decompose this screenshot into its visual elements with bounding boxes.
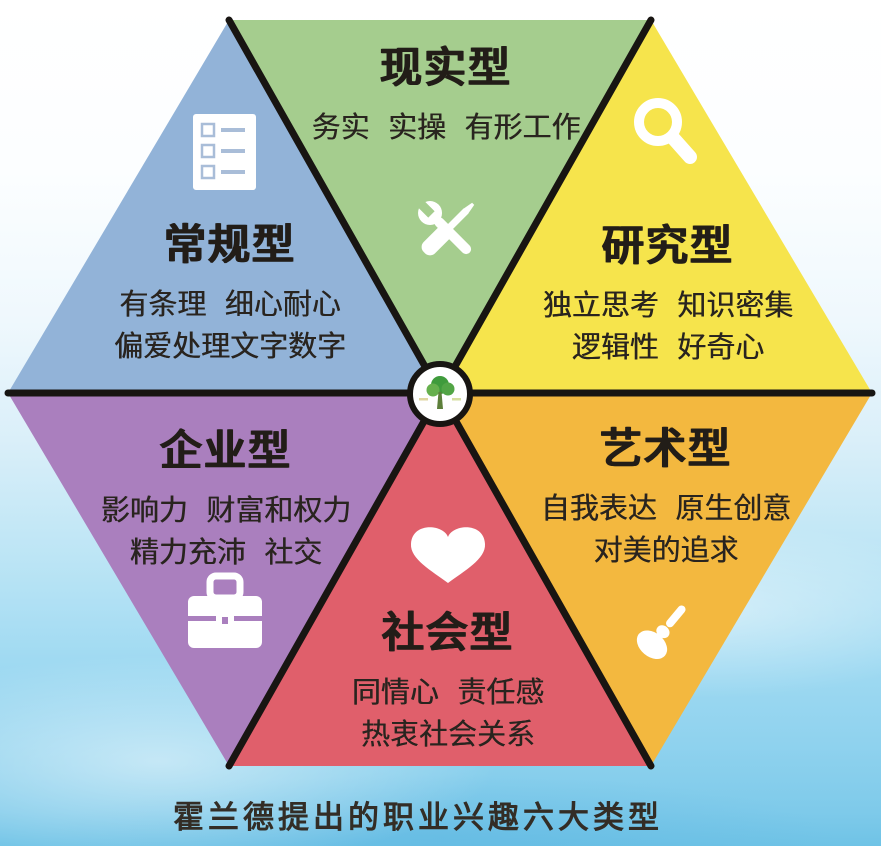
investigative-trait-line: 独立思考 知识密集 (542, 288, 794, 322)
sector-conventional (8, 20, 440, 393)
sector-enterprising-text: 企业型 影响力 财富和权力 精力充沛 社交 (101, 427, 351, 573)
conventional-traits: 有条理 细心耐心 偏爱处理文字数字 (114, 283, 346, 367)
realistic-traits: 务实 实操 有形工作 (312, 106, 581, 148)
paintbrush-icon (636, 605, 686, 660)
sector-investigative (440, 20, 872, 393)
social-title: 社会型 (381, 608, 514, 657)
realistic-trait-line: 务实 实操 有形工作 (311, 110, 581, 144)
enterprising-trait-line: 精力充沛 社交 (129, 535, 323, 569)
diagram-caption: 霍兰德提出的职业兴趣六大类型 (173, 800, 663, 836)
divider-lines (4, 16, 876, 770)
briefcase-icon (188, 572, 262, 648)
conventional-trait-line: 偏爱处理文字数字 (113, 329, 347, 363)
investigative-title: 研究型 (601, 221, 734, 270)
conventional-title: 常规型 (163, 220, 297, 269)
enterprising-title: 企业型 (159, 426, 292, 475)
enterprising-trait-line: 影响力 财富和权力 (100, 493, 352, 527)
social-traits: 同情心 责任感 热衷社会关系 (352, 671, 544, 755)
checklist-icon (193, 114, 256, 190)
investigative-trait-line: 逻辑性 好奇心 (571, 330, 765, 364)
artistic-trait-line: 对美的追求 (593, 533, 739, 567)
conventional-trait-line: 有条理 细心耐心 (119, 287, 341, 321)
social-trait-line: 同情心 责任感 (351, 675, 545, 709)
tree-icon (419, 376, 461, 409)
enterprising-traits: 影响力 财富和权力 精力充沛 社交 (101, 489, 351, 573)
center-logo (407, 361, 473, 427)
sector-investigative-text: 研究型 独立思考 知识密集 逻辑性 好奇心 (543, 222, 793, 368)
sector-realistic-text: 现实型 务实 实操 有形工作 (312, 44, 581, 148)
sector-social-text: 社会型 同情心 责任感 热衷社会关系 (352, 609, 544, 755)
social-trait-line: 热衷社会关系 (360, 717, 535, 751)
artistic-title: 艺术型 (599, 424, 732, 473)
investigative-traits: 独立思考 知识密集 逻辑性 好奇心 (543, 284, 793, 368)
sector-conventional-text: 常规型 有条理 细心耐心 偏爱处理文字数字 (114, 221, 346, 367)
artistic-traits: 自我表达 原生创意 对美的追求 (541, 487, 791, 571)
artistic-trait-line: 自我表达 原生创意 (540, 491, 792, 525)
sector-social (229, 393, 651, 766)
realistic-title: 现实型 (379, 43, 512, 92)
sector-artistic-text: 艺术型 自我表达 原生创意 对美的追求 (541, 425, 791, 571)
magnifier-icon (634, 98, 697, 164)
sector-artistic (440, 393, 872, 766)
heart-icon (410, 527, 486, 583)
tools-icon (412, 195, 475, 256)
